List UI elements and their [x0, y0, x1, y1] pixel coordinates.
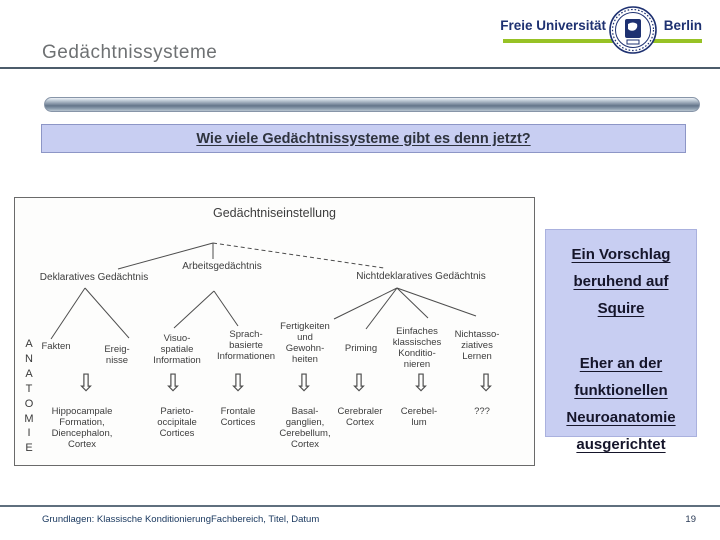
down-arrow-icon: ⇩ — [162, 369, 184, 397]
note-neuroanatomie: Eher an der funktionellen Neuroanatomie … — [566, 355, 676, 453]
title-divider — [0, 67, 720, 69]
node-nichtdeklaratives-gedaechtnis: Nichtdeklaratives Gedächtnis — [356, 271, 486, 282]
down-arrow-icon: ⇩ — [75, 369, 97, 397]
university-logo: Freie Universität Berlin — [487, 6, 702, 58]
down-arrow-icon: ⇩ — [348, 369, 370, 397]
note-vorschlag-squire: Ein Vorschlag beruhend auf Squire — [571, 246, 671, 317]
diagram-connector-lines — [50, 242, 477, 340]
pill-divider — [44, 97, 700, 112]
note-spacer — [546, 322, 696, 350]
node-arbeitsgedaechtnis: Arbeitsgedächtnis — [182, 261, 262, 272]
node-frontale: Frontale Cortices — [220, 406, 256, 428]
node-konditionieren: Einfaches klassisches Konditio- nieren — [392, 326, 442, 370]
node-ereignisse: Ereig- nisse — [104, 344, 130, 366]
node-fakten: Fakten — [41, 341, 71, 352]
down-arrow-icon: ⇩ — [410, 369, 432, 397]
down-arrow-icon: ⇩ — [475, 369, 497, 397]
memory-systems-diagram: Gedächtniseinstellung Deklaratives Gedäc… — [14, 197, 535, 466]
anatomie-vertical-label: A N A T O M I E — [24, 338, 34, 455]
page-title: Gedächtnissysteme — [42, 42, 218, 63]
footer-source-text: Grundlagen: Klassische KonditionierungFa… — [42, 514, 320, 525]
diagram-title: Gedächtniseinstellung — [213, 206, 336, 220]
node-nichtassoziativ: Nichtasso- ziatives Lernen — [454, 329, 500, 362]
question-text: Wie viele Gedächtnissysteme gibt es denn… — [196, 130, 531, 147]
node-deklaratives-gedaechtnis: Deklaratives Gedächtnis — [39, 272, 149, 283]
node-basalganglien: Basal- ganglien, Cerebellum, Cortex — [279, 406, 331, 450]
footer-divider — [0, 505, 720, 507]
down-arrow-icon: ⇩ — [227, 369, 249, 397]
node-sprachbasierte: Sprach- basierte Informationen — [216, 329, 276, 362]
side-note-box: Ein Vorschlag beruhend auf Squire Eher a… — [545, 229, 697, 453]
node-cerebellum: Cerebel- lum — [400, 406, 438, 428]
logo-text-freie-universitaet: Freie Universität — [500, 18, 606, 33]
down-arrow-icon: ⇩ — [293, 369, 315, 397]
node-unknown: ??? — [474, 406, 490, 417]
node-priming: Priming — [344, 343, 378, 354]
node-parietooccipitale: Parieto- occipitale Cortices — [157, 406, 197, 439]
node-fertigkeiten: Fertigkeiten und Gewohn- heiten — [280, 321, 330, 365]
page-number: 19 — [685, 514, 696, 525]
node-visuospatiale: Visuo- spatiale Information — [153, 333, 201, 366]
logo-green-underline — [503, 39, 702, 43]
question-banner: Wie viele Gedächtnissysteme gibt es denn… — [41, 124, 686, 153]
university-seal-icon — [609, 6, 657, 54]
logo-text-berlin: Berlin — [663, 18, 702, 33]
node-cerebraler: Cerebraler Cortex — [337, 406, 383, 428]
node-hippocampale: Hippocampale Formation, Diencephalon, Co… — [51, 406, 113, 450]
